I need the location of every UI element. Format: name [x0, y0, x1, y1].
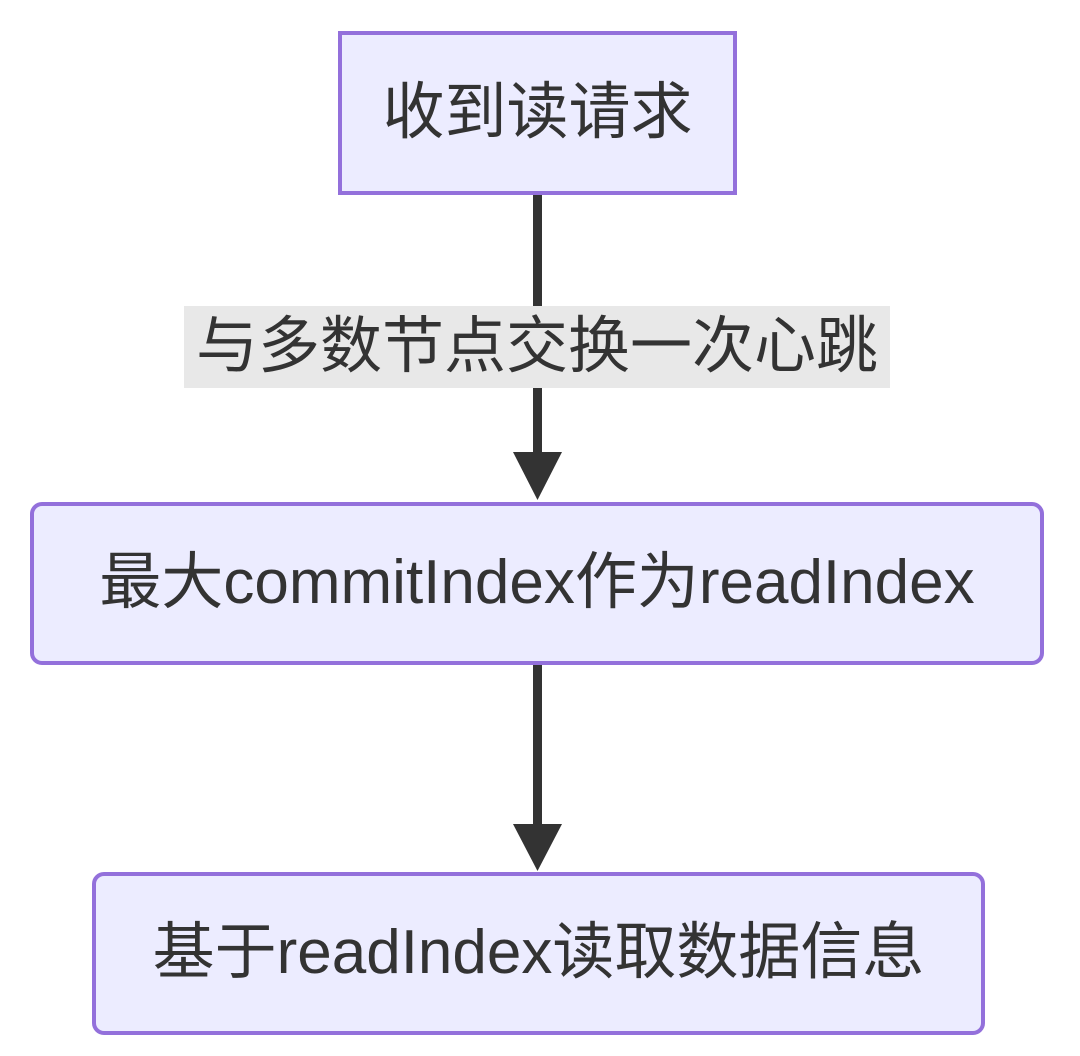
edge-label-heartbeat-exchange: 与多数节点交换一次心跳	[183, 306, 891, 388]
node-label: 最大commitIndex作为readIndex	[99, 548, 975, 618]
arrowhead-down-icon	[513, 452, 562, 500]
arrow-b-to-c	[513, 665, 562, 871]
node-label: 基于readIndex读取数据信息	[152, 918, 925, 988]
node-read-data-by-readindex: 基于readIndex读取数据信息	[92, 872, 985, 1035]
node-max-commitindex-as-readindex: 最大commitIndex作为readIndex	[30, 502, 1044, 665]
arrowhead-down-icon	[513, 824, 562, 871]
node-receive-read-request: 收到读请求	[338, 31, 737, 195]
node-label: 收到读请求	[382, 77, 693, 147]
